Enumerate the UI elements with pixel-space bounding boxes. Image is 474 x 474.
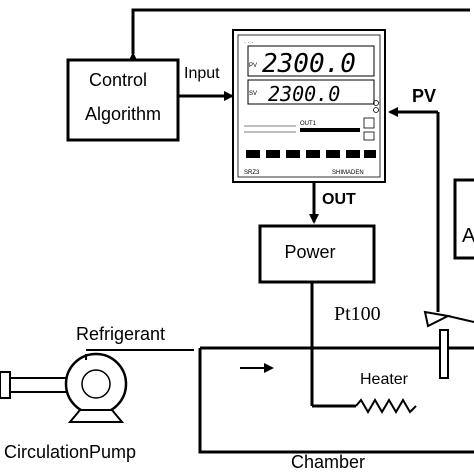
temperature-controller: · · · PV 2300.0 SV 2300.0 OUT1 SRZ3 SHIM…	[232, 29, 386, 183]
pt100-sensor	[423, 310, 474, 379]
controller-keys	[246, 150, 376, 158]
refrigerant-label: Refrigerant	[76, 324, 165, 344]
power-block	[258, 224, 376, 284]
heater-label: Heater	[360, 371, 409, 388]
pv-tag: PV	[249, 63, 257, 69]
controller-model: SRZ3	[244, 170, 260, 176]
sv-display: 2300.0	[268, 82, 340, 106]
feedback-line	[128, 8, 470, 62]
chamber-label: Chamber	[291, 452, 365, 472]
circulation-pump	[0, 352, 128, 423]
controller-indicators: · · ·	[244, 40, 253, 46]
pv-label: PV	[412, 86, 436, 106]
controller-brand: SHIMADEN	[332, 170, 364, 176]
sv-tag: SV	[249, 91, 257, 97]
pt100-label: Pt100	[334, 303, 381, 325]
heater-coil	[355, 398, 417, 414]
chamber	[198, 346, 474, 454]
pump-label: CirculationPump	[4, 442, 136, 462]
pv-display: 2300.0	[262, 49, 356, 79]
control-algorithm-block	[66, 58, 180, 142]
power-label: Power	[284, 242, 335, 262]
algorithm-label: Algorithm	[85, 104, 161, 124]
out-tag: OUT1	[300, 121, 317, 127]
input-label: Input	[184, 65, 220, 82]
right-partial-block	[453, 178, 474, 260]
control-label: Control	[89, 70, 147, 90]
out-label: OUT	[322, 191, 356, 208]
right-partial-label: A	[462, 225, 474, 247]
